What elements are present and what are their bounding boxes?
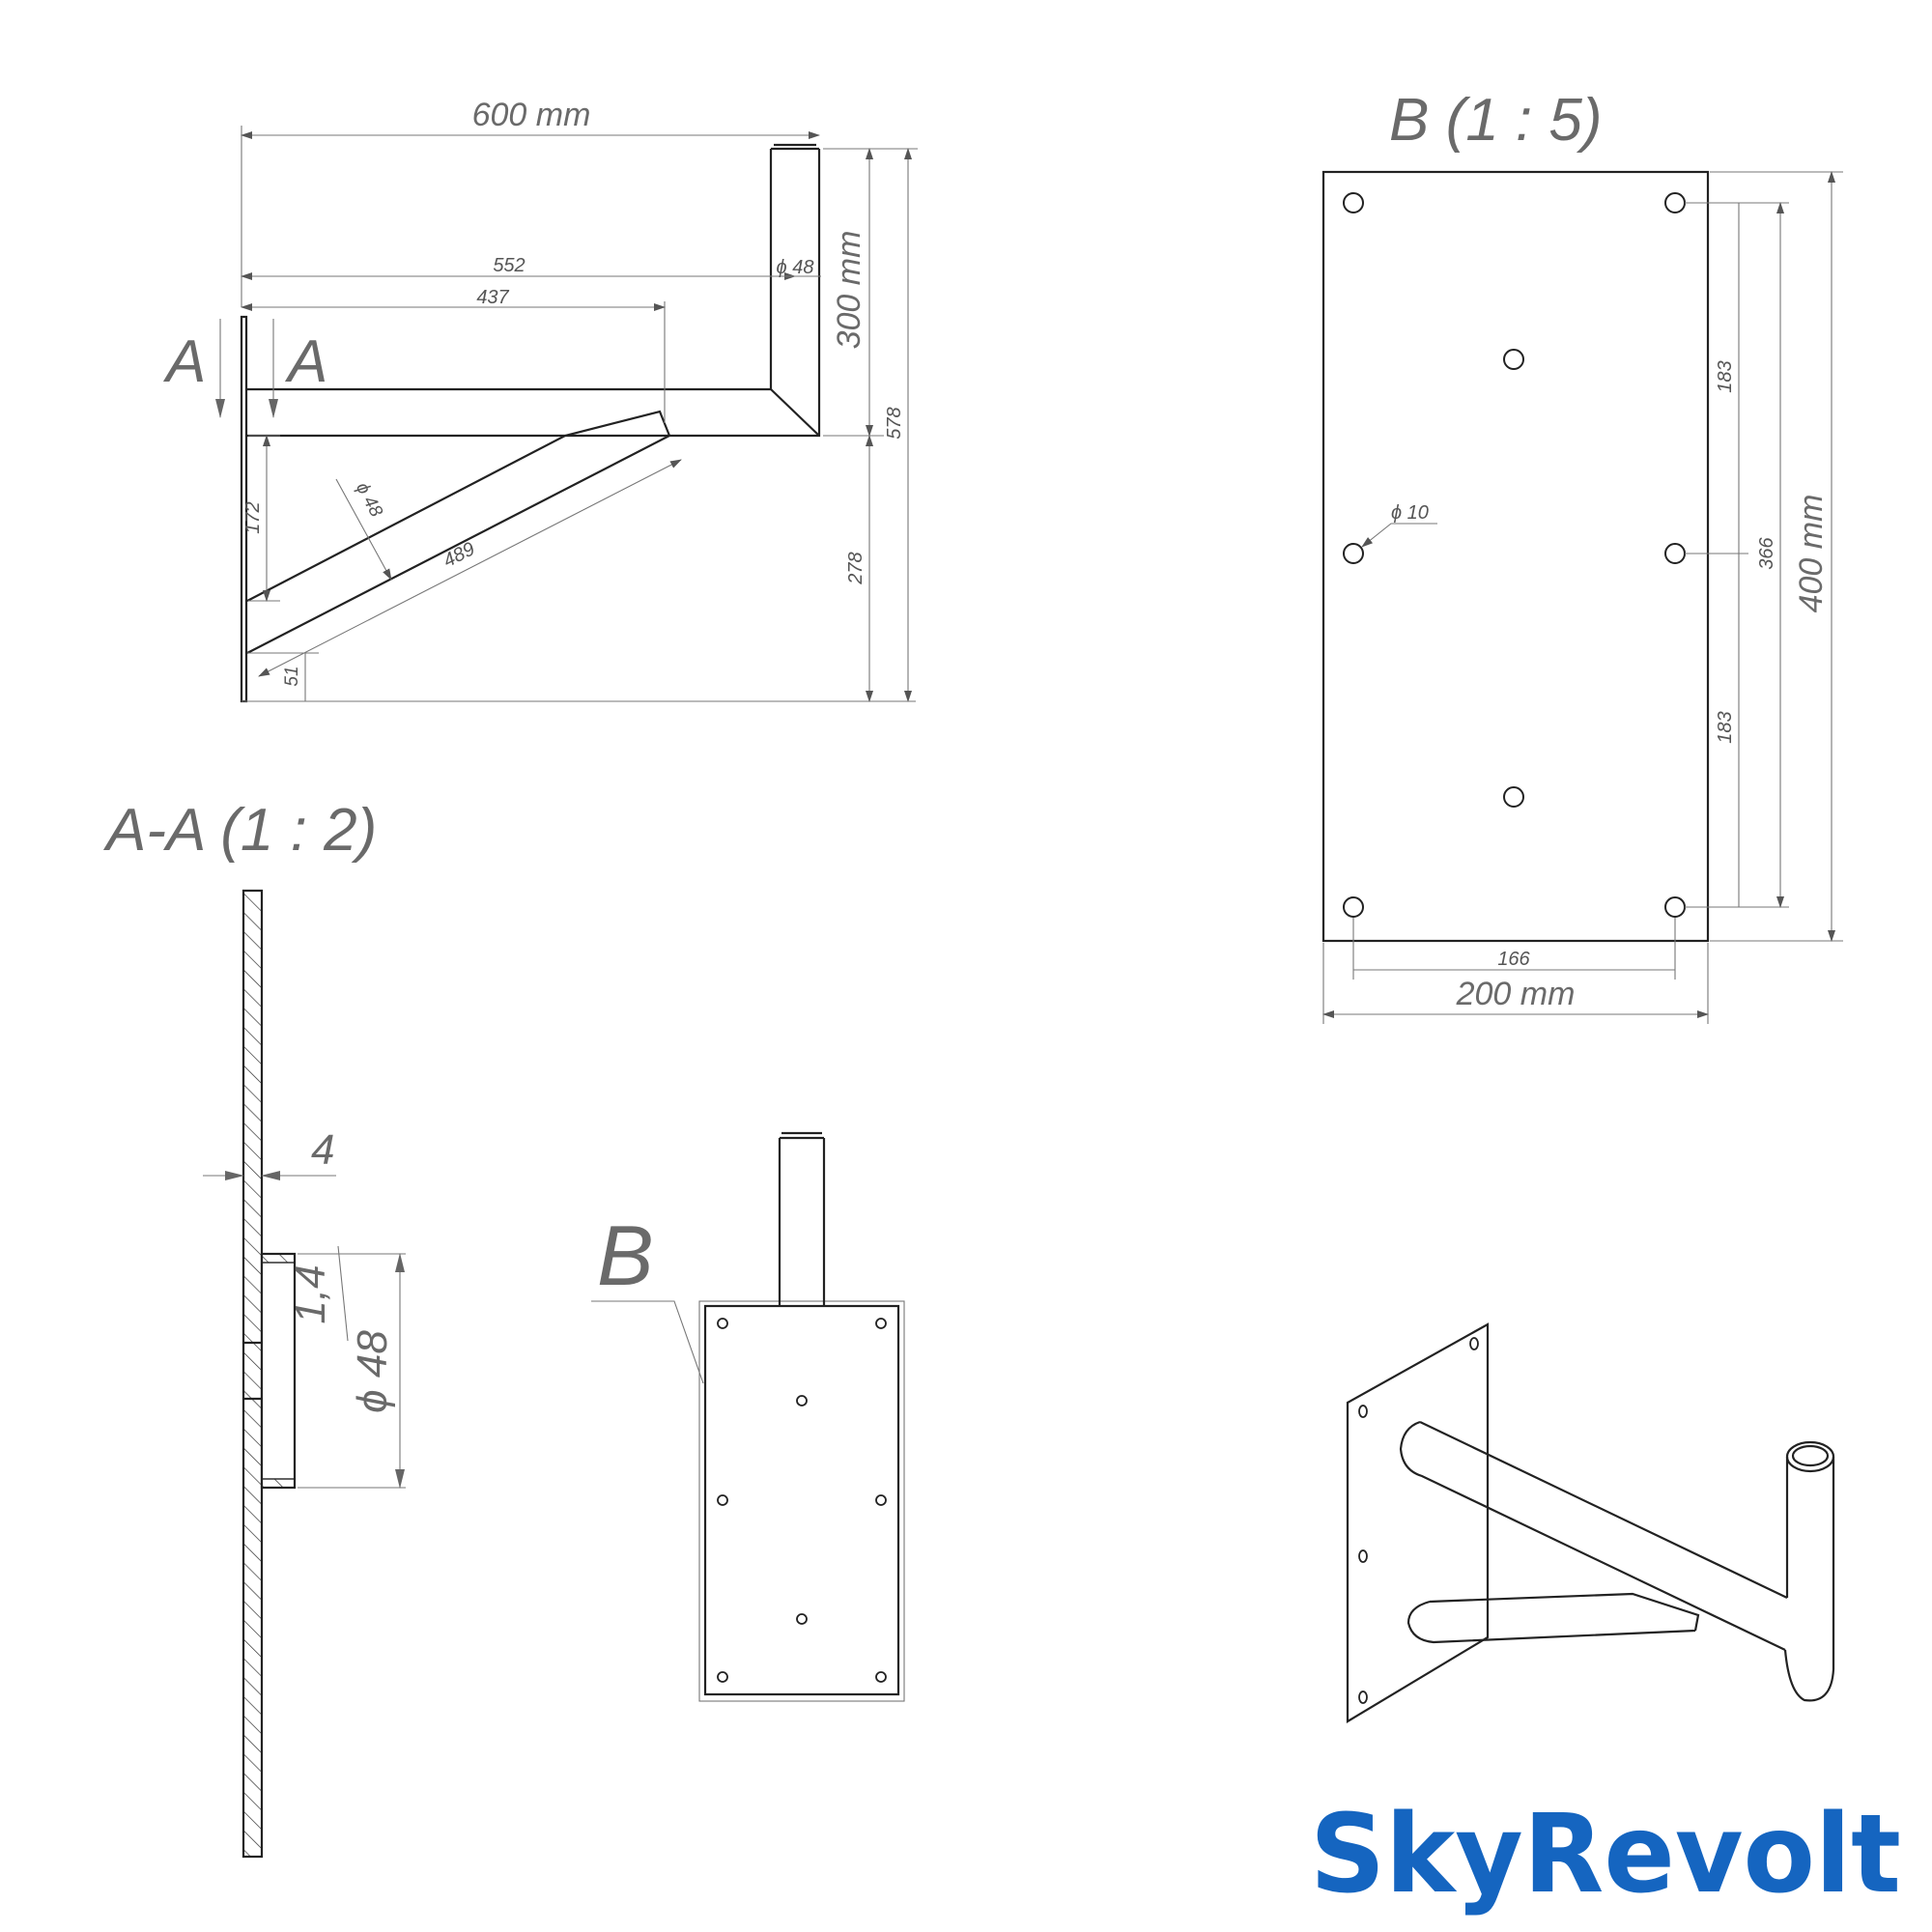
isometric-view: [1346, 1322, 1835, 1723]
plate-hole: [1343, 192, 1364, 213]
dim-lower-height: 278: [845, 552, 867, 584]
front-plate: [703, 1304, 900, 1696]
plate-hole: [1343, 896, 1364, 918]
section-aa-title: A-A (1 : 2): [102, 797, 377, 864]
plate-hole: [1343, 543, 1364, 564]
arm-bottom-outline: [247, 149, 821, 438]
section-marker-right: A: [284, 328, 327, 395]
plate-detail-view: B (1 : 5) ϕ 10 183 183 366 400 mm: [1321, 87, 1843, 1024]
dim-hole-span-horizontal: 166: [1497, 949, 1530, 970]
dim-wall-thickness: 1,4: [287, 1264, 334, 1323]
dim-overall-width: 600 mm: [472, 97, 591, 133]
front-view: B: [591, 1131, 905, 1702]
plate-hole: [1503, 786, 1524, 808]
dim-brace-diameter: ϕ 48: [352, 479, 386, 521]
dim-hole-pitch-lower: 183: [1715, 711, 1736, 743]
skyrevolt-logo: SkyRevolt: [1310, 1792, 1901, 1918]
dim-brace-reach: 437: [476, 287, 509, 308]
iso-plate: [1346, 1322, 1490, 1723]
dim-plate-width: 200 mm: [1456, 976, 1576, 1012]
section-plate: [242, 889, 264, 1859]
section-marker-left: A: [162, 328, 206, 395]
plate-hole: [1664, 192, 1686, 213]
dim-hole-span-vertical: 366: [1756, 536, 1777, 569]
dim-overall-height: 578: [884, 407, 905, 439]
plate-hole: [1664, 896, 1686, 918]
dim-hole-pitch-upper: 183: [1715, 360, 1736, 392]
dim-mast-diameter: ϕ 48: [777, 257, 814, 278]
view-b-callout: B: [597, 1208, 654, 1303]
mounting-plate: [1321, 170, 1710, 943]
plate-hole: [1664, 543, 1686, 564]
dim-upper-length: 552: [493, 255, 525, 276]
section-aa-view: A-A (1 : 2) 4 1,4 ϕ 48: [102, 797, 406, 1859]
iso-mast: [1783, 1457, 1835, 1702]
dim-plate-thickness: 4: [311, 1126, 334, 1174]
detail-b-title: B (1 : 5): [1389, 87, 1603, 154]
iso-arm: [1399, 1420, 1786, 1651]
iso-brace: [1406, 1592, 1700, 1644]
side-view: A A 600 mm 552 437 ϕ 48 300 mm 578 278 1…: [162, 97, 918, 703]
dim-hole-diameter: ϕ 10: [1391, 502, 1429, 524]
dim-plate-height: 400 mm: [1793, 495, 1830, 613]
brace-outline: [246, 410, 671, 654]
dim-brace-base: 51: [282, 666, 302, 686]
dim-brace-offset: 172: [242, 501, 264, 533]
plate-hole: [1503, 349, 1524, 370]
plate-holes: [1343, 192, 1686, 918]
dim-tube-diameter: ϕ 48: [349, 1330, 396, 1413]
front-plate-holes: [717, 1318, 887, 1683]
dim-mast-height: 300 mm: [831, 231, 867, 350]
